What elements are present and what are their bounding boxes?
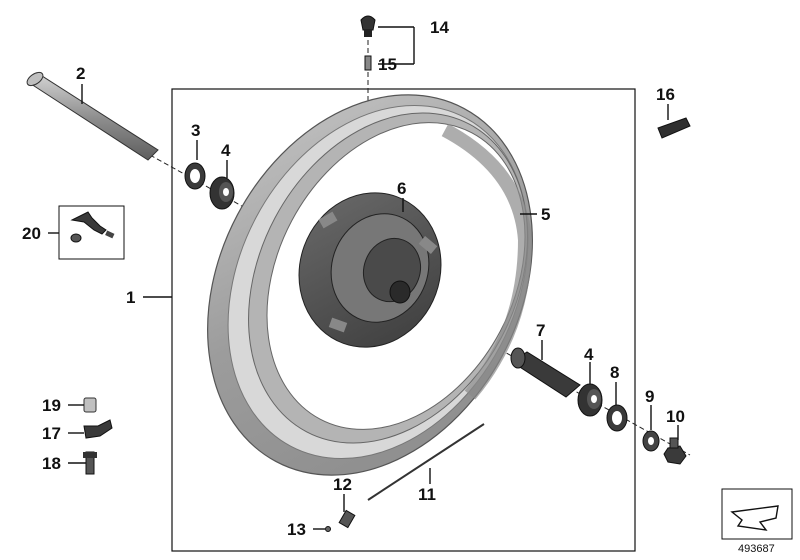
label-11: 11	[418, 485, 436, 504]
sensor-bracket	[83, 419, 113, 439]
label-13: 13	[287, 520, 306, 539]
reference-number: 493687	[738, 543, 775, 555]
label-6: 6	[397, 179, 406, 198]
label-14: 14	[430, 18, 449, 37]
valve-cap	[360, 15, 376, 37]
valve-kit-inset	[58, 205, 125, 260]
label-7: 7	[536, 321, 545, 340]
label-9: 9	[645, 387, 654, 406]
label-15: 15	[378, 55, 397, 74]
washer	[642, 430, 660, 452]
label-5: 5	[541, 205, 550, 224]
spoke-nipple	[338, 509, 356, 529]
hex-bolt	[663, 437, 687, 465]
valve-kit	[70, 211, 115, 243]
label-4-left: 4	[221, 141, 231, 160]
label-8: 8	[610, 363, 619, 382]
valve-insert	[364, 55, 372, 71]
seal-ring-right	[606, 404, 628, 432]
label-18: 18	[42, 454, 61, 473]
hub	[298, 192, 442, 348]
label-20: 20	[22, 224, 41, 243]
label-4-right: 4	[584, 345, 594, 364]
label-12: 12	[333, 475, 352, 494]
bearing-right	[577, 383, 603, 417]
label-3: 3	[191, 121, 200, 140]
bearing-left	[209, 176, 235, 210]
label-1: 1	[126, 288, 135, 307]
axle	[26, 71, 159, 161]
label-10: 10	[666, 407, 685, 426]
balance-weight	[657, 117, 691, 139]
assembly-frame	[171, 88, 636, 552]
reference-arrow-icon	[730, 505, 779, 531]
label-19: 19	[42, 396, 61, 415]
label-2: 2	[76, 64, 85, 83]
sensor-cap	[83, 397, 97, 413]
spoke-pin	[367, 423, 485, 501]
label-17: 17	[42, 424, 61, 443]
ball	[325, 526, 331, 532]
label-16: 16	[656, 85, 675, 104]
spacer-sleeve	[510, 347, 581, 398]
leader-lines	[48, 26, 679, 530]
seal-ring-left	[184, 162, 206, 190]
